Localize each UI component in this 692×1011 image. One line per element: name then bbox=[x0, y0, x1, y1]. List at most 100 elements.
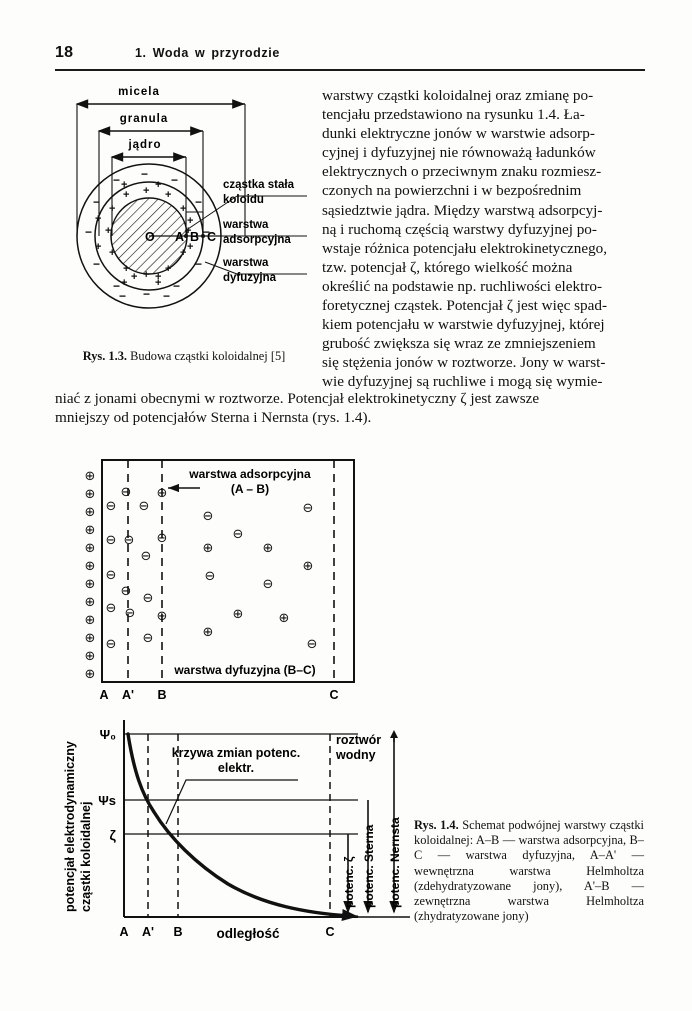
svg-text:+: + bbox=[123, 189, 129, 201]
label-warstwa-dyfuzyjna: warstwa dyfuzyjna (B–C) bbox=[173, 663, 315, 677]
svg-text:⊕: ⊕ bbox=[203, 541, 214, 556]
svg-text:−: − bbox=[113, 173, 120, 187]
body-line: warstwy cząstki koloidalnej oraz zmianę … bbox=[322, 87, 594, 104]
body-line: czonych na powierzchni i w bezpośrednim bbox=[322, 182, 582, 200]
bracket-label-sterna: potenc. Sterna bbox=[362, 824, 376, 908]
x-tick-B: B bbox=[173, 925, 182, 939]
svg-text:⊕: ⊕ bbox=[263, 541, 274, 556]
y-tick-psis: Ψs bbox=[98, 793, 116, 808]
svg-text:−: − bbox=[195, 195, 202, 209]
callout-warstwa-1: warstwa bbox=[222, 219, 269, 231]
body-line: niać z jonami obecnymi w roztworze. Pote… bbox=[55, 390, 540, 407]
svg-text:⊕: ⊕ bbox=[85, 505, 96, 520]
y-tick-psi0: Ψ₀ bbox=[100, 727, 117, 742]
body-line: dunki elektryczne jonów w warstwie adsor… bbox=[322, 125, 595, 143]
marker-C: C bbox=[207, 230, 216, 244]
figure-1-3-caption-label: Rys. 1.3. bbox=[82, 349, 127, 363]
svg-text:⊖: ⊖ bbox=[157, 486, 168, 501]
diffusion-minus-ions: ⊖⊖⊖ ⊖⊖ ⊖ bbox=[203, 501, 318, 652]
x-tick-A: A bbox=[119, 925, 128, 939]
body-line: się stężenia jonów w roztworze. Jony w w… bbox=[322, 354, 606, 372]
callout-adsorpcyjna: adsorpcyjna bbox=[223, 234, 291, 246]
svg-text:⊕: ⊕ bbox=[233, 607, 244, 622]
running-head: 18 1. Woda w przyrodzie bbox=[55, 44, 645, 70]
marker-A: A bbox=[175, 230, 184, 244]
callout-warstwa-2: warstwa bbox=[222, 257, 269, 269]
svg-text:⊕: ⊕ bbox=[85, 469, 96, 484]
body-full-width-text: niać z jonami obecnymi w roztworze. Pote… bbox=[55, 389, 645, 427]
svg-text:⊖: ⊖ bbox=[141, 549, 152, 564]
svg-text:−: − bbox=[85, 225, 92, 239]
svg-text:⊖: ⊖ bbox=[263, 577, 274, 592]
label-adsorpcyjna-range: (A – B) bbox=[231, 482, 269, 496]
bracket-label-nernsta: potenc. Nernsta bbox=[388, 817, 402, 908]
ion-axis-mark-Aprime: A' bbox=[122, 688, 134, 702]
body-line: foretycznej cząstek. Potencjał ζ jest wi… bbox=[322, 297, 608, 315]
figure-1-3: micela granula jądro O bbox=[55, 84, 313, 369]
dim-label-micela: micela bbox=[118, 86, 160, 98]
svg-text:−: − bbox=[119, 289, 126, 303]
svg-text:⊕: ⊕ bbox=[203, 625, 214, 640]
svg-text:⊖: ⊖ bbox=[106, 601, 117, 616]
svg-text:⊕: ⊕ bbox=[157, 609, 168, 624]
outer-charges-plus: +++ +++ ++ bbox=[95, 179, 193, 289]
surface-plus-ions: ⊕⊕⊕ ⊕⊕⊕ ⊕⊕⊕ ⊕⊕⊕ bbox=[85, 469, 96, 682]
region-label-line2: wodny bbox=[335, 748, 376, 762]
svg-text:+: + bbox=[180, 247, 186, 259]
curve-annotation-line2: elektr. bbox=[218, 761, 254, 775]
svg-text:⊕: ⊕ bbox=[85, 577, 96, 592]
svg-text:+: + bbox=[105, 225, 111, 237]
svg-text:⊖: ⊖ bbox=[157, 531, 168, 546]
svg-text:⊖: ⊖ bbox=[106, 533, 117, 548]
svg-text:⊖: ⊖ bbox=[139, 499, 150, 514]
svg-text:⊖: ⊖ bbox=[106, 499, 117, 514]
body-line: mniejszy od potencjałów Sterna i Nernsta… bbox=[55, 409, 372, 427]
svg-text:⊕: ⊕ bbox=[85, 595, 96, 610]
svg-text:⊖: ⊖ bbox=[125, 606, 136, 621]
outer-charges-minus: −−− −−− −−− −−− −− bbox=[85, 167, 210, 303]
adsorption-minus-ions: ⊖⊖⊖ ⊖ ⊖⊖⊖ ⊖ ⊖ ⊖⊖ ⊖⊖ ⊖⊖ bbox=[106, 485, 168, 652]
x-tick-Aprime: A' bbox=[142, 925, 154, 939]
y-axis-label-line1: potencjał elektrodynamiczny bbox=[63, 741, 77, 912]
svg-text:⊕: ⊕ bbox=[85, 541, 96, 556]
svg-text:−: − bbox=[195, 257, 202, 271]
svg-text:⊖: ⊖ bbox=[203, 509, 214, 524]
marker-B: B bbox=[190, 230, 199, 244]
figure-1-4-caption: Rys. 1.4. Schemat podwójnej warstwy cząs… bbox=[414, 818, 644, 924]
ion-axis-mark-C: C bbox=[329, 688, 338, 702]
marker-O: O bbox=[145, 230, 155, 244]
figure-1-3-caption: Rys. 1.3. Budowa cząstki koloidalnej [5] bbox=[55, 349, 313, 364]
ion-axis-mark-A: A bbox=[99, 688, 108, 702]
svg-text:−: − bbox=[171, 173, 178, 187]
x-tick-C: C bbox=[325, 925, 334, 939]
svg-text:⊖: ⊖ bbox=[233, 527, 244, 542]
figure-1-4-caption-label: Rys. 1.4. bbox=[414, 818, 459, 832]
body-line: ną i ruchomą częścią warstwy dyfuzyjnej … bbox=[322, 220, 597, 238]
svg-text:+: + bbox=[187, 241, 193, 253]
svg-text:⊖: ⊖ bbox=[106, 568, 117, 583]
body-line: wie dyfuzyjnej są ruchliwe i mogą się wy… bbox=[322, 373, 603, 391]
svg-text:⊕: ⊕ bbox=[85, 667, 96, 682]
svg-text:−: − bbox=[93, 257, 100, 271]
callout-dyfuzyjna: dyfuzyjna bbox=[223, 272, 277, 284]
svg-text:−: − bbox=[203, 225, 210, 239]
body-line: kiem potencjału w warstwie dyfuzyjnej, k… bbox=[322, 316, 605, 334]
svg-text:⊕: ⊕ bbox=[85, 649, 96, 664]
svg-text:+: + bbox=[143, 269, 149, 281]
svg-text:+: + bbox=[165, 263, 171, 275]
svg-text:+: + bbox=[155, 271, 161, 283]
dim-label-granula: granula bbox=[120, 113, 169, 125]
figure-1-4-potential-chart: Ψ₀ Ψs ζ A A' B C odległość potencjał ele… bbox=[58, 712, 418, 957]
chapter-title: 1. Woda w przyrodzie bbox=[135, 46, 280, 60]
svg-text:⊖: ⊖ bbox=[307, 637, 318, 652]
svg-text:⊖: ⊖ bbox=[124, 533, 135, 548]
y-axis-label-line2: cząstki koloidalnej bbox=[79, 802, 93, 912]
svg-text:+: + bbox=[187, 215, 193, 227]
body-line: grubość zwiększa się wraz ze zmniejszeni… bbox=[322, 335, 596, 353]
svg-text:+: + bbox=[109, 203, 115, 215]
dim-label-jadro: jądro bbox=[127, 139, 161, 151]
svg-text:⊖: ⊖ bbox=[106, 637, 117, 652]
ion-axis-mark-B: B bbox=[157, 688, 166, 702]
svg-text:+: + bbox=[165, 189, 171, 201]
